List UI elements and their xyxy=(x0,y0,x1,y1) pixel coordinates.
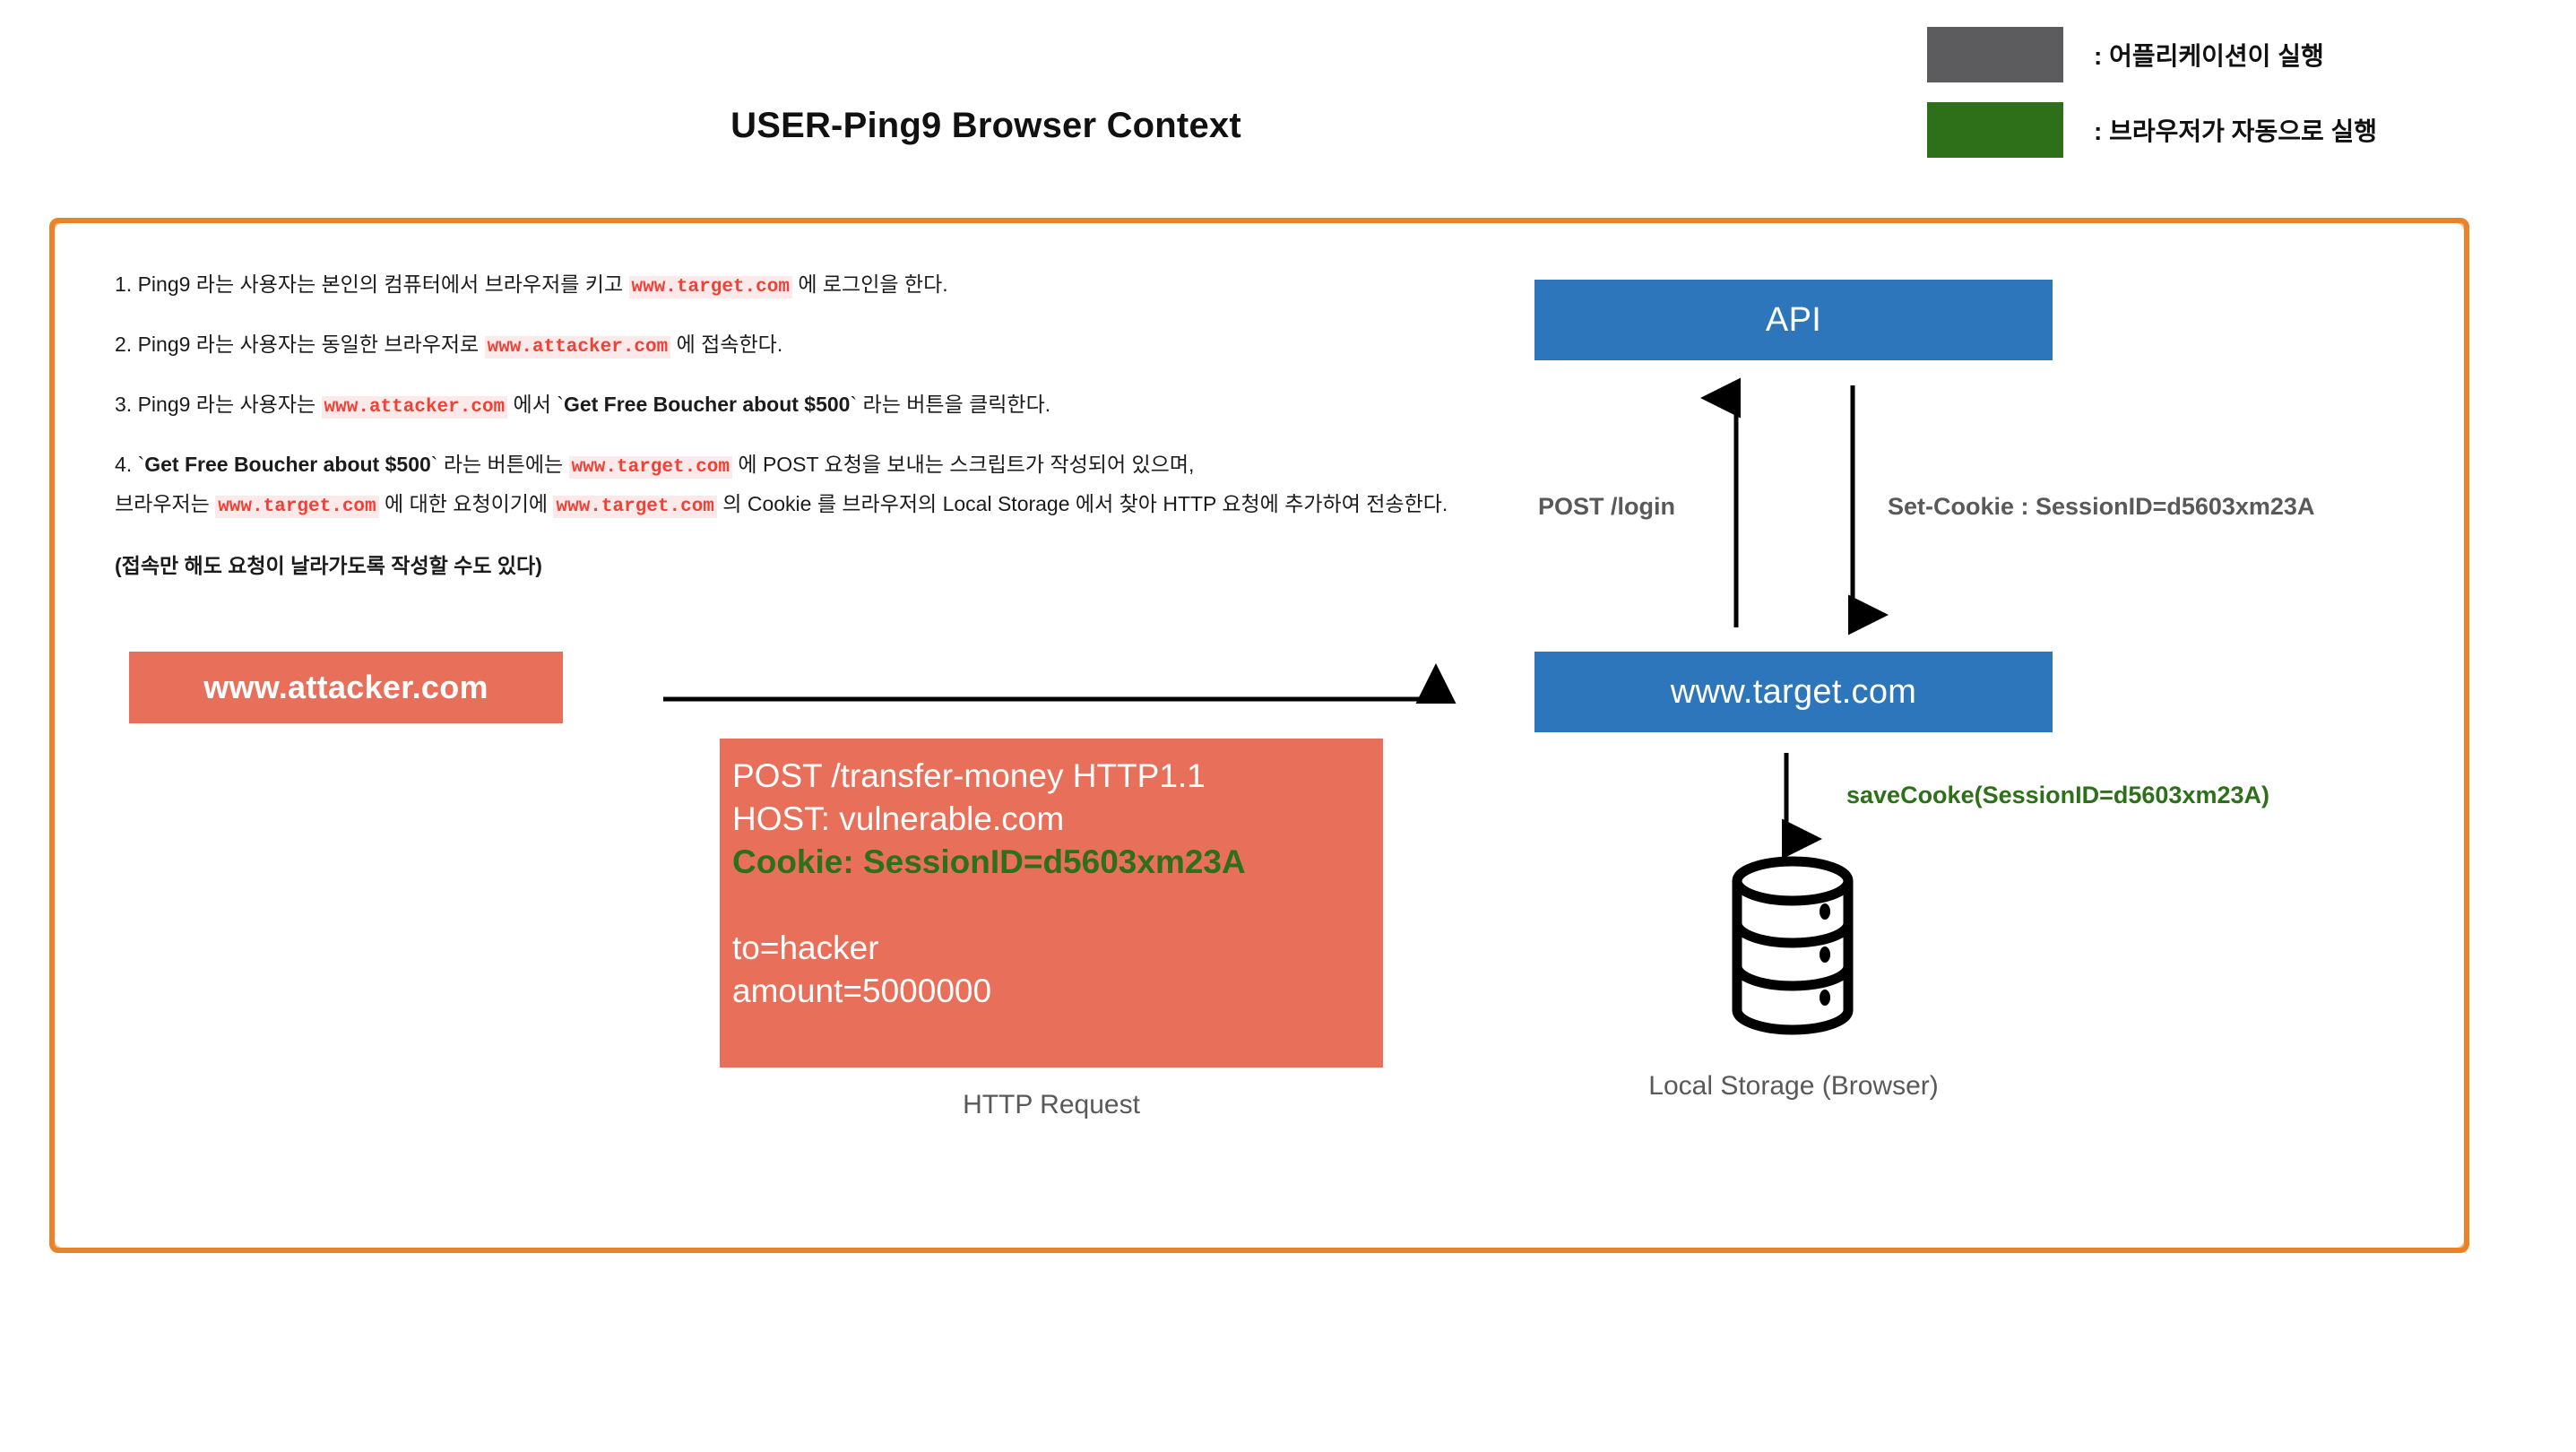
step-4-text-f: 의 Cookie 를 브라우저의 Local Storage 에서 찾아 HTT… xyxy=(716,492,1448,515)
http-request-box: POST /transfer-money HTTP1.1 HOST: vulne… xyxy=(720,739,1383,1067)
node-attacker-label: www.attacker.com xyxy=(203,669,488,705)
step-3-text-a: 3. Ping9 라는 사용자는 xyxy=(115,393,322,416)
step-item-4: 4. `Get Free Boucher about $500` 라는 버튼에는… xyxy=(115,449,1513,523)
step-4-code-target-1: www.target.com xyxy=(568,456,733,479)
http-request-line-2: HOST: vulnerable.com xyxy=(732,800,1065,837)
node-target-label: www.target.com xyxy=(1670,672,1917,711)
step-2-text-a: 2. Ping9 라는 사용자는 동일한 브라우저로 xyxy=(115,333,485,356)
step-item-3: 3. Ping9 라는 사용자는 www.attacker.com 에서 `Ge… xyxy=(115,389,1513,423)
node-api-label: API xyxy=(1765,300,1822,339)
step-4-text-b: ` 라는 버튼에는 xyxy=(430,453,569,476)
legend-swatch-gray xyxy=(1927,27,2063,82)
legend-item-app-executed: : 어플리케이션이 실행 xyxy=(1927,27,2554,82)
arrow-label-post-login: POST /login xyxy=(1538,493,1675,520)
http-request-line-5: amount=5000000 xyxy=(732,972,992,1009)
step-4-text-a: 4. ` xyxy=(115,453,145,476)
step-1-code-target: www.target.com xyxy=(628,276,792,298)
node-attacker[interactable]: www.attacker.com xyxy=(129,652,563,723)
arrow-post-login-up xyxy=(1700,377,1741,627)
step-2-code-attacker: www.attacker.com xyxy=(484,336,671,359)
step-1-text-b: 에 로그인을 한다. xyxy=(791,272,948,296)
local-storage-caption: Local Storage (Browser) xyxy=(1648,1071,1939,1101)
http-request-caption: HTTP Request xyxy=(963,1090,1140,1119)
legend-item-browser-auto: : 브라우저가 자동으로 실행 xyxy=(1927,102,2554,158)
legend-swatch-green xyxy=(1927,102,2063,158)
step-1-text-a: 1. Ping9 라는 사용자는 본인의 컴퓨터에서 브라우저를 키고 xyxy=(115,272,629,296)
step-3-code-attacker: www.attacker.com xyxy=(321,396,508,419)
steps-list: 1. Ping9 라는 사용자는 본인의 컴퓨터에서 브라우저를 키고 www.… xyxy=(115,269,1513,579)
legend-label-app-executed: : 어플리케이션이 실행 xyxy=(2094,42,2324,70)
step-2-text-b: 에 접속한다. xyxy=(670,333,783,356)
step-4-code-target-2: www.target.com xyxy=(215,496,379,518)
step-4-text-e: 에 대한 요청이기에 xyxy=(378,492,554,515)
step-4-text-c: 에 POST 요청을 보내는 스크립트가 작성되어 있으며, xyxy=(732,453,1195,476)
arrow-save-cookie-down xyxy=(1782,753,1822,860)
step-3-text-b: 에서 ` xyxy=(507,393,564,416)
http-request-line-4: to=hacker xyxy=(732,929,879,966)
step-4-text-d: 브라우저는 xyxy=(115,492,216,515)
arrow-label-save-cookie: saveCooke(SessionID=d5603xm23A) xyxy=(1846,782,2269,808)
step-item-2: 2. Ping9 라는 사용자는 동일한 브라우저로 www.attacker.… xyxy=(115,329,1513,363)
http-request-line-cookie: Cookie: SessionID=d5603xm23A xyxy=(732,843,1246,880)
step-4-button-name: Get Free Boucher about $500 xyxy=(144,453,431,476)
step-3-text-c: ` 라는 버튼을 클릭한다. xyxy=(850,393,1051,416)
browser-context-frame xyxy=(49,218,2469,1253)
step-3-button-name: Get Free Boucher about $500 xyxy=(563,393,851,416)
step-item-1: 1. Ping9 라는 사용자는 본인의 컴퓨터에서 브라우저를 키고 www.… xyxy=(115,269,1513,303)
arrow-attacker-to-target xyxy=(663,663,1457,704)
legend-label-browser-auto: : 브라우저가 자동으로 실행 xyxy=(2094,117,2378,145)
http-request-line-1: POST /transfer-money HTTP1.1 xyxy=(732,757,1206,794)
arrow-set-cookie-down xyxy=(1848,385,1889,635)
page-title: USER-Ping9 Browser Context xyxy=(730,106,1241,145)
http-request-blank-line xyxy=(732,884,1374,927)
step-4-code-target-3: www.target.com xyxy=(553,496,717,518)
steps-note: (접속만 해도 요청이 날라가도록 작성할 수도 있다) xyxy=(115,554,542,577)
database-icon xyxy=(1732,856,1854,1035)
node-target[interactable]: www.target.com xyxy=(1534,652,2053,732)
arrow-label-set-cookie: Set-Cookie : SessionID=d5603xm23A xyxy=(1888,493,2315,520)
legend: : 어플리케이션이 실행 : 브라우저가 자동으로 실행 xyxy=(1927,27,2554,177)
node-api[interactable]: API xyxy=(1534,280,2053,360)
